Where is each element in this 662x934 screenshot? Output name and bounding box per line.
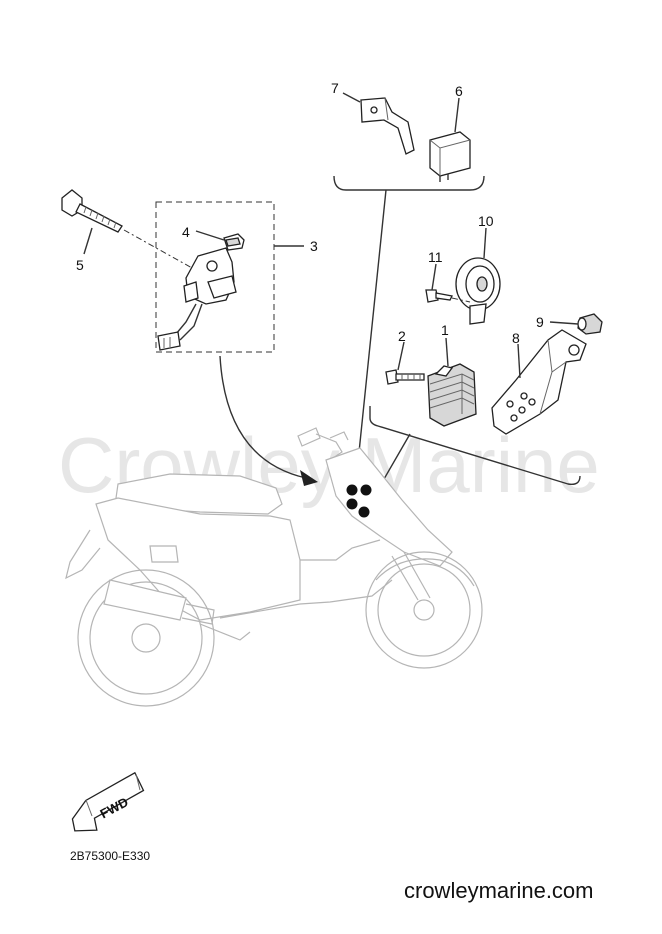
- callout-2[interactable]: 2: [398, 328, 406, 344]
- part-9-grommet[interactable]: [577, 313, 603, 335]
- leader-8: [517, 343, 521, 379]
- part-11-bolt[interactable]: [425, 289, 453, 303]
- part-4-key[interactable]: [223, 233, 245, 251]
- callout-6[interactable]: 6: [455, 83, 463, 99]
- callout-4[interactable]: 4: [182, 224, 190, 240]
- part-1-rectifier-regulator[interactable]: [427, 363, 477, 427]
- callout-1[interactable]: 1: [441, 322, 449, 338]
- fwd-arrow: FWD: [71, 771, 145, 832]
- horn-bolt-axis: [451, 297, 471, 303]
- callout-5[interactable]: 5: [76, 257, 84, 273]
- bolt-axis-line: [123, 229, 211, 279]
- leader-4: [195, 230, 225, 241]
- part-8-bracket[interactable]: [491, 329, 587, 435]
- callout-8[interactable]: 8: [512, 330, 520, 346]
- part-5-bolt[interactable]: [61, 189, 123, 233]
- callout-7[interactable]: 7: [331, 80, 339, 96]
- leader-9: [549, 321, 579, 325]
- part-7-bracket[interactable]: [360, 97, 415, 155]
- arrow-relay-group-to-bike: [357, 189, 387, 463]
- scooter-outline: [65, 427, 483, 707]
- arrow-assembly-to-bike: [219, 355, 307, 479]
- leader-1: [445, 337, 449, 367]
- group-bracket-1-2-8-9: [369, 406, 581, 486]
- main-switch-body[interactable]: [157, 247, 237, 351]
- arrow-head-assembly: [300, 470, 318, 486]
- part-10-horn[interactable]: [455, 257, 501, 325]
- main-switch-assembly-box: [155, 201, 275, 353]
- part-6-relay[interactable]: [429, 131, 471, 182]
- group-bracket-6-7: [333, 175, 485, 191]
- location-dot-4: [358, 506, 370, 518]
- leader-10: [483, 227, 487, 259]
- leader-5: [83, 227, 93, 255]
- location-dot-3: [346, 498, 358, 510]
- callout-11[interactable]: 11: [428, 249, 443, 265]
- callout-10[interactable]: 10: [478, 213, 494, 229]
- leader-7: [342, 92, 361, 103]
- leader-11: [431, 263, 437, 291]
- leader-2: [397, 341, 405, 371]
- callout-9[interactable]: 9: [536, 314, 544, 330]
- location-dot-2: [360, 484, 372, 496]
- site-url[interactable]: crowleymarine.com: [404, 878, 594, 903]
- leader-6: [454, 97, 460, 133]
- location-dot-1: [346, 484, 358, 496]
- part-2-bolt[interactable]: [385, 369, 425, 385]
- diagram-code: 2B75300-E330: [70, 849, 150, 863]
- arrow-lower-group-to-bike: [379, 433, 411, 487]
- callout-3[interactable]: 3: [310, 238, 318, 254]
